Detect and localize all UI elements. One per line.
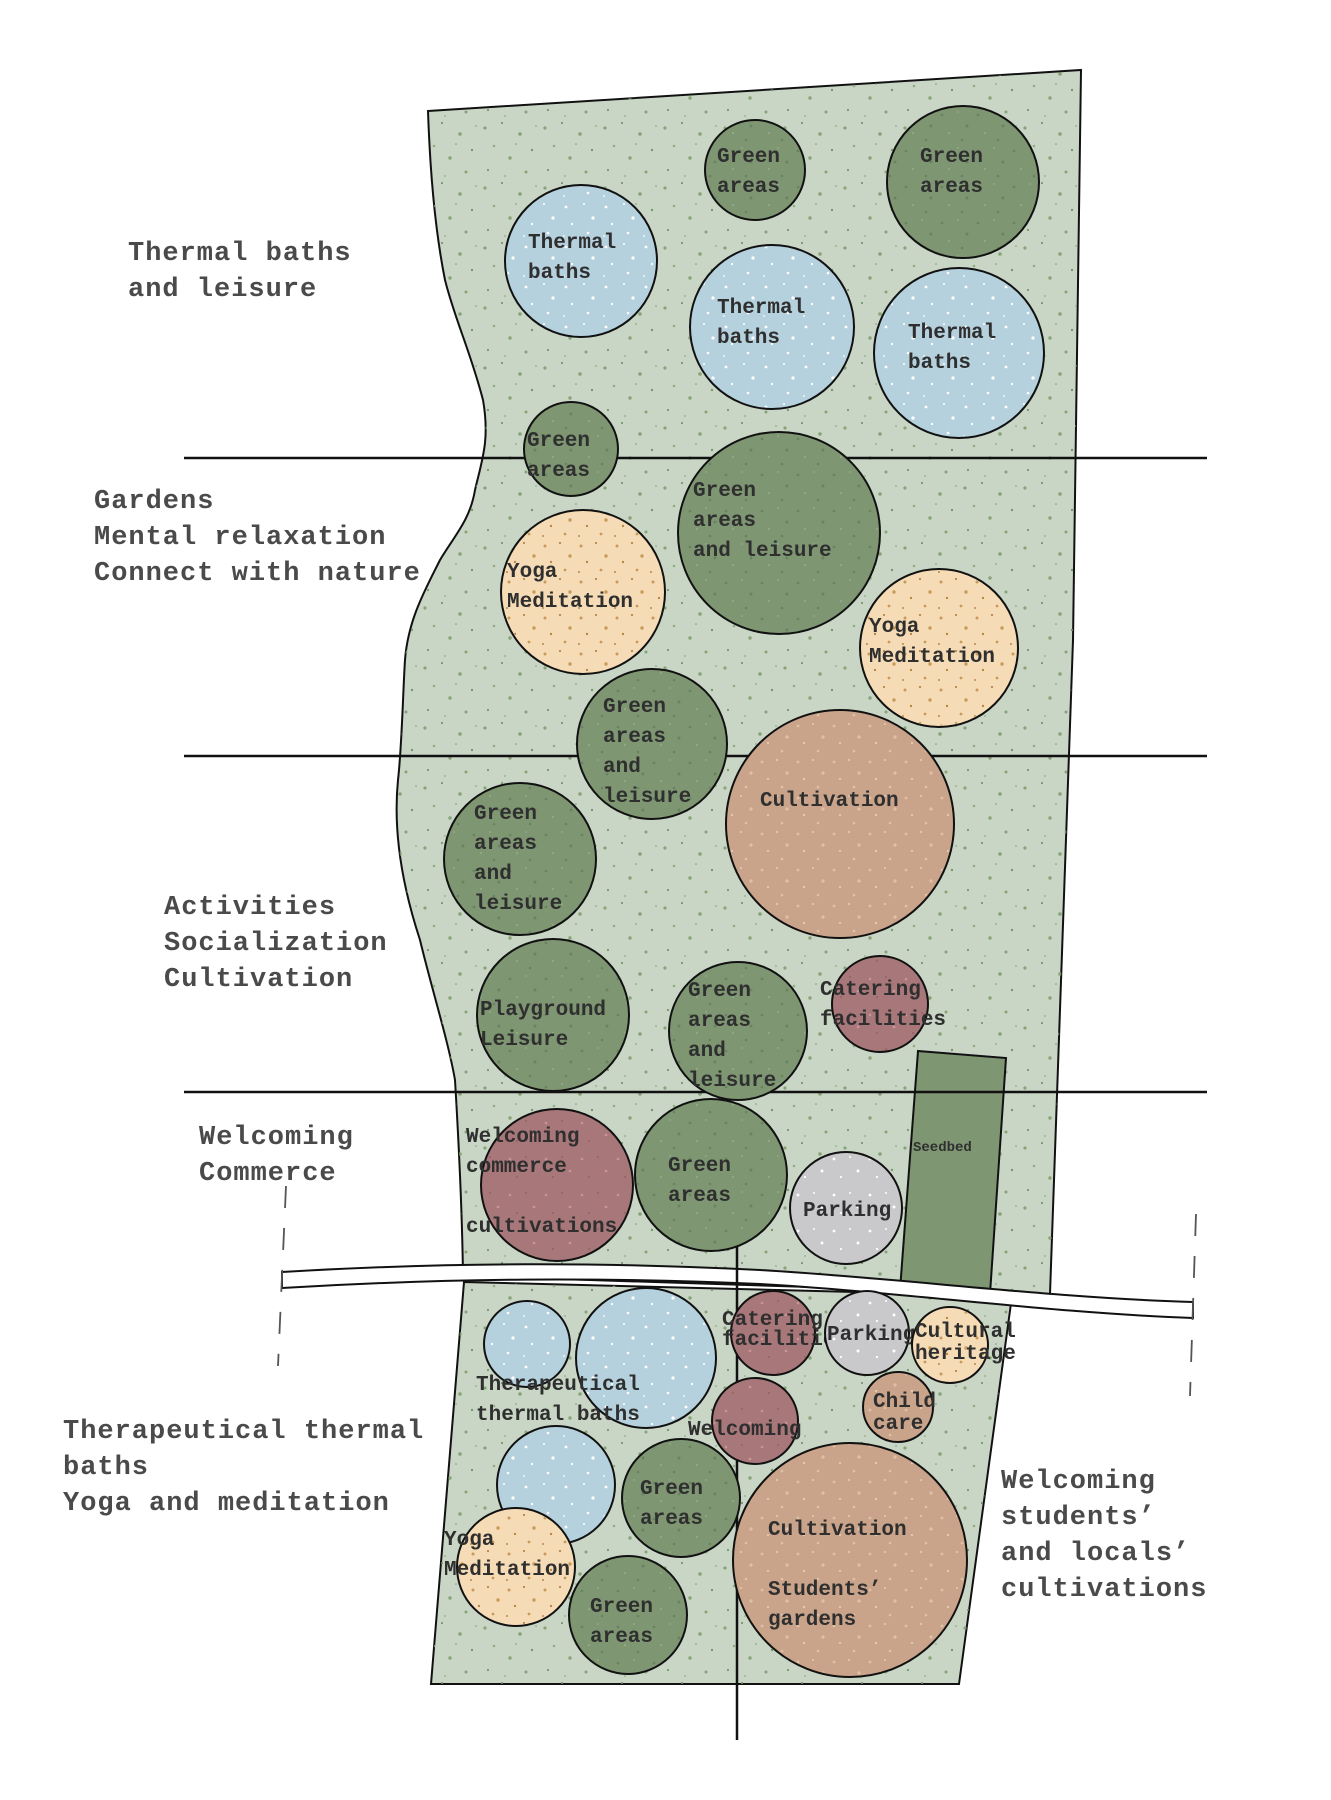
bubble-texture [791,1153,901,1263]
bubble-cultivation: Cultivation [725,709,955,939]
bubble-cultivation: Cultivation Students’gardens [732,1442,968,1678]
bubble-thermal [483,1300,571,1388]
bubble-texture [570,1557,686,1673]
bubble-texture [913,1308,987,1382]
bubble-texture [577,1289,715,1427]
bubble-texture [623,1440,739,1556]
bubble-parking: Parking [789,1151,903,1265]
seedbed-label: Seedbed [913,1140,972,1156]
bubble-texture [713,1379,797,1463]
bubble-texture [478,940,628,1090]
bubble-label: Welcoming [688,1419,801,1442]
bubble-texture [888,107,1038,257]
bubble-label: Parking [827,1324,915,1347]
bubble-texture [636,1100,786,1250]
bubble-label: Parking [803,1200,891,1223]
bubble-label: Cultivation Students’gardens [768,1519,907,1632]
bubble-texture [482,1110,632,1260]
seedbed-strip: Seedbed [898,1049,1008,1296]
bubble-texture [679,433,879,633]
bubble-texture [833,957,927,1051]
bubble-texture [861,570,1017,726]
bubble-texture [691,246,853,408]
bubble-texture [445,784,595,934]
bubble-label: Cultivation [760,790,899,813]
bubble-texture [875,269,1043,437]
bubble-texture [826,1292,908,1374]
bubble-texture [506,186,656,336]
bubble-texture [864,1373,932,1441]
bubble-texture [458,1509,574,1625]
bubble-parking: Parking [824,1290,915,1376]
bubble-texture [732,1292,814,1374]
bubble-texture [727,711,953,937]
bubble-texture [670,963,806,1099]
dashed-boundaries [277,1185,1197,1397]
bubble-texture [706,121,804,219]
bubble-texture [578,670,726,818]
bubble-texture [502,511,664,673]
bubble-catering: Welcoming [688,1377,801,1465]
bubble-texture [525,403,617,495]
bubble-texture [734,1444,966,1676]
bubble-texture [485,1302,569,1386]
